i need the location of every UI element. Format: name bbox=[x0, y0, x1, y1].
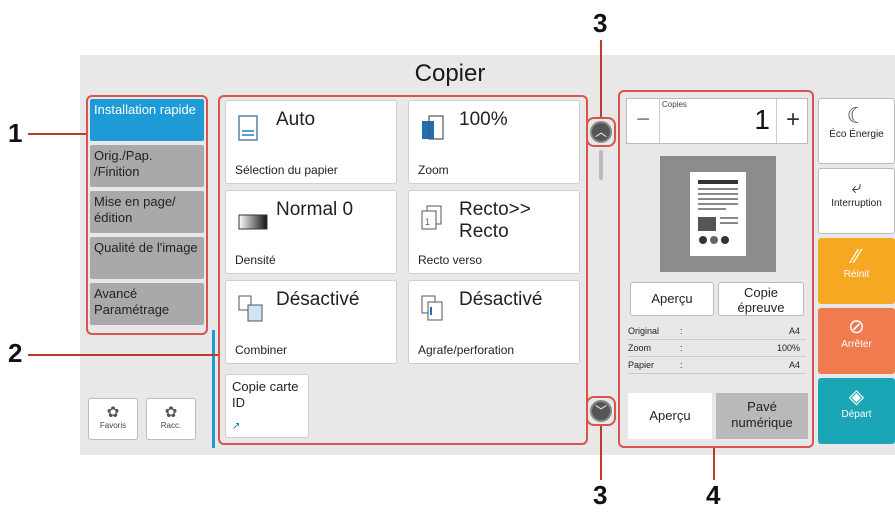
stop-button[interactable]: ⊘ Arrêter bbox=[818, 308, 895, 374]
tab-avance-parametrage[interactable]: Avancé Paramétrage bbox=[90, 283, 204, 325]
paper-icon bbox=[238, 115, 258, 141]
moon-icon: ☾ bbox=[846, 103, 867, 128]
shortcut-button[interactable]: ✿ Racc. bbox=[146, 398, 196, 440]
tab-installation-rapide[interactable]: Installation rapide bbox=[90, 99, 204, 141]
staple-icon bbox=[421, 295, 443, 321]
card-combine[interactable]: Désactivé Combiner bbox=[225, 280, 397, 364]
card-duplex[interactable]: 1 Recto>> Recto Recto verso bbox=[408, 190, 580, 274]
tab-qualite-image[interactable]: Qualité de l'image bbox=[90, 237, 204, 279]
annotation-number-4: 4 bbox=[706, 480, 721, 510]
card-paper-selection[interactable]: Auto Sélection du papier bbox=[225, 100, 397, 184]
card-density[interactable]: Normal 0 Densité bbox=[225, 190, 397, 274]
tab-apercu[interactable]: Aperçu bbox=[628, 393, 712, 439]
annotation-number-3-top: 3 bbox=[593, 8, 608, 38]
density-icon bbox=[238, 214, 268, 230]
proof-copy-button[interactable]: Copie épreuve bbox=[718, 282, 804, 316]
eco-energy-button[interactable]: ☾ Éco Énergie bbox=[818, 98, 895, 164]
annotation-line-1 bbox=[28, 133, 86, 135]
card-staple[interactable]: Désactivé Agrafe/perforation bbox=[408, 280, 580, 364]
duplex-icon: 1 bbox=[421, 205, 442, 230]
shortcut-arrow-icon: ↗ bbox=[232, 421, 241, 432]
favorites-button[interactable]: ✿ Favoris bbox=[88, 398, 138, 440]
tab-mise-en-page[interactable]: Mise en page/édition bbox=[90, 191, 204, 233]
copies-value[interactable]: 1 bbox=[754, 104, 770, 135]
annotation-number-1: 1 bbox=[8, 118, 23, 148]
gear-icon: ✿ bbox=[164, 404, 178, 421]
zoom-icon bbox=[422, 115, 444, 140]
annotation-box-3-top bbox=[586, 117, 616, 147]
annotation-number-3-bottom: 3 bbox=[593, 480, 608, 510]
tab-numeric-keypad[interactable]: Pavé numérique bbox=[716, 393, 808, 439]
preview-area bbox=[660, 156, 776, 272]
panel-divider bbox=[212, 330, 215, 448]
scroll-up-button[interactable]: ︿ bbox=[590, 121, 612, 143]
start-icon: ◈ bbox=[848, 386, 865, 408]
gear-icon: ✿ bbox=[106, 404, 120, 421]
copies-minus-button[interactable]: − bbox=[627, 99, 660, 143]
document-preview-icon bbox=[690, 172, 746, 256]
annotation-line-4 bbox=[713, 448, 715, 480]
id-card-copy-button[interactable]: Copie carte ID ↗ bbox=[225, 374, 309, 438]
info-row-original: Original : A4 bbox=[628, 326, 806, 340]
annotation-box-1 bbox=[86, 95, 208, 335]
annotation-line-3-top bbox=[600, 40, 602, 117]
annotation-box-2 bbox=[218, 95, 588, 445]
copies-plus-button[interactable]: + bbox=[776, 99, 809, 143]
page-title: Copier bbox=[414, 60, 486, 87]
start-button[interactable]: ◈ Départ bbox=[818, 378, 895, 444]
scrollbar-thumb[interactable] bbox=[599, 150, 603, 180]
annotation-box-4 bbox=[618, 90, 814, 448]
stop-icon: ⊘ bbox=[848, 316, 865, 338]
annotation-line-3-bottom bbox=[600, 426, 602, 480]
scroll-down-button[interactable]: ﹀ bbox=[590, 400, 612, 422]
chevron-up-icon: ︿ bbox=[594, 125, 607, 139]
reset-icon: ⁄⁄ bbox=[853, 246, 860, 268]
interrupt-icon: ⤶ bbox=[851, 177, 862, 197]
preview-button[interactable]: Aperçu bbox=[630, 282, 714, 316]
annotation-line-2 bbox=[28, 354, 218, 356]
card-zoom[interactable]: 100% Zoom bbox=[408, 100, 580, 184]
copies-control bbox=[626, 98, 808, 144]
info-row-paper: Papier : A4 bbox=[628, 360, 806, 374]
annotation-number-2: 2 bbox=[8, 338, 23, 368]
copies-label: Copies bbox=[662, 100, 687, 109]
chevron-down-icon: ﹀ bbox=[594, 404, 607, 418]
reset-button[interactable]: ⁄⁄ Réinit bbox=[818, 238, 895, 304]
annotation-box-3-bottom bbox=[586, 396, 616, 426]
tab-orig-pap-finition[interactable]: Orig./Pap. /Finition bbox=[90, 145, 204, 187]
combine-icon bbox=[238, 295, 263, 322]
interrupt-button[interactable]: ⤶ Interruption bbox=[818, 168, 895, 234]
info-row-zoom: Zoom : 100% bbox=[628, 343, 806, 357]
svg-text:1: 1 bbox=[425, 217, 430, 227]
